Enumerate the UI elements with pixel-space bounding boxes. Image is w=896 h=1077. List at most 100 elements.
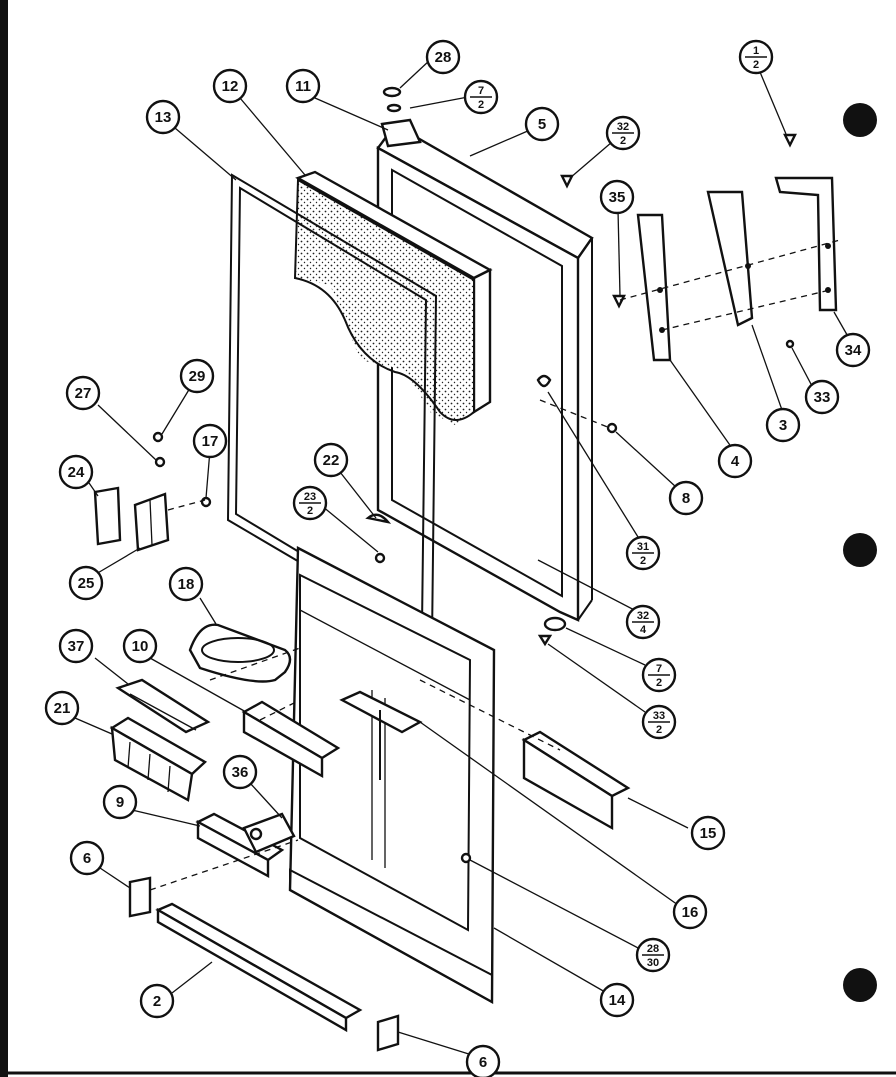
callout-l23_2: 232	[292, 485, 328, 521]
part-number: 11	[295, 78, 311, 95]
callout-circle	[690, 815, 726, 851]
callout-l33_2: 332	[641, 704, 677, 740]
part-number-denominator: 2	[656, 677, 662, 689]
callout-circle	[765, 407, 801, 443]
part-number: 14	[609, 992, 626, 1009]
callout-l37: 37	[58, 628, 94, 664]
callout-circle	[804, 379, 840, 415]
handle-bracket-25	[133, 492, 170, 552]
callout-circle	[465, 1044, 501, 1077]
callout-circle	[168, 566, 204, 602]
part-number: 9	[116, 794, 124, 811]
part-number: 29	[189, 368, 206, 385]
callout-circle	[835, 332, 871, 368]
part-number: 33	[814, 389, 831, 406]
part-number: 35	[609, 189, 626, 206]
callout-l16: 16	[672, 894, 708, 930]
callout-circle	[44, 690, 80, 726]
callout-l13: 13	[145, 99, 181, 135]
part-number-denominator: 2	[478, 99, 484, 111]
top-hinge-11	[380, 118, 422, 148]
callout-l6_bottom: 6	[465, 1044, 501, 1077]
callout-circle	[599, 982, 635, 1018]
shelf-retainer-36	[242, 812, 296, 854]
part-number: 5	[538, 116, 546, 133]
callout-circle	[222, 754, 258, 790]
part-number: 15	[700, 825, 717, 842]
callout-l17: 17	[192, 423, 228, 459]
part-number: 8	[682, 490, 690, 507]
part-number: 2	[153, 993, 161, 1010]
callout-circle	[285, 68, 321, 104]
punch-hole-bottom	[843, 968, 877, 1002]
callout-l2: 2	[139, 983, 175, 1019]
callout-l29: 29	[179, 358, 215, 394]
part-number-numerator: 23	[304, 491, 316, 503]
callout-l4: 4	[717, 443, 753, 479]
part-number: 27	[75, 385, 92, 402]
insulation-panel	[293, 170, 493, 425]
part-number: 37	[68, 638, 85, 655]
part-number: 10	[132, 638, 149, 655]
callout-circle	[599, 179, 635, 215]
part-number: 6	[83, 850, 91, 867]
scan-left-edge	[0, 0, 8, 1077]
part-number: 6	[479, 1054, 487, 1071]
part-number: 24	[68, 464, 85, 481]
part-number: 4	[731, 453, 740, 470]
callout-l36: 36	[222, 754, 258, 790]
callout-l35: 35	[599, 179, 635, 215]
part-number-denominator: 4	[640, 624, 647, 636]
callout-circle	[58, 628, 94, 664]
part-number: 22	[323, 452, 340, 469]
callout-circle	[425, 39, 461, 75]
trim-strip-2	[155, 902, 363, 1033]
callout-l11: 11	[285, 68, 321, 104]
assembly-lines	[149, 239, 841, 891]
callout-circle	[672, 894, 708, 930]
part-number: 28	[435, 49, 452, 66]
callout-circle	[69, 840, 105, 876]
callout-circle	[313, 442, 349, 478]
callout-l1_2_top: 12	[738, 39, 774, 75]
part-number-numerator: 28	[647, 943, 659, 955]
callout-circle	[58, 454, 94, 490]
door-shelf-10	[241, 700, 341, 779]
part-number: 3	[779, 417, 787, 434]
part-number: 21	[54, 700, 71, 717]
part-number-numerator: 32	[637, 610, 649, 622]
small-fasteners	[152, 86, 797, 864]
shelf-15	[521, 730, 631, 831]
punch-hole-top	[843, 103, 877, 137]
callout-l6_left: 6	[69, 840, 105, 876]
callout-circle	[192, 423, 228, 459]
callout-circle	[122, 628, 158, 664]
callout-l33_r: 33	[804, 379, 840, 415]
callout-l34: 34	[835, 332, 871, 368]
callout-circle	[145, 99, 181, 135]
callout-circle	[65, 375, 101, 411]
callout-l9: 9	[102, 784, 138, 820]
callout-l7_2_top: 72	[463, 79, 499, 115]
callout-l3: 3	[765, 407, 801, 443]
callout-circle	[212, 68, 248, 104]
clip-6-left	[128, 876, 152, 918]
callout-circle	[179, 358, 215, 394]
part-number-numerator: 1	[753, 45, 759, 57]
part-number: 18	[178, 576, 195, 593]
part-number: 13	[155, 109, 172, 126]
part-number-denominator: 2	[640, 555, 646, 567]
part-number-numerator: 32	[617, 121, 629, 133]
callout-l8: 8	[668, 480, 704, 516]
callout-l14: 14	[599, 982, 635, 1018]
callout-l12: 12	[212, 68, 248, 104]
part-number: 34	[845, 342, 862, 359]
part-number-denominator: 2	[656, 724, 662, 736]
dairy-cover-37	[115, 678, 211, 734]
handle-24	[93, 486, 122, 546]
hinge-bracket-3	[706, 190, 754, 327]
part-number-denominator: 30	[647, 957, 659, 969]
